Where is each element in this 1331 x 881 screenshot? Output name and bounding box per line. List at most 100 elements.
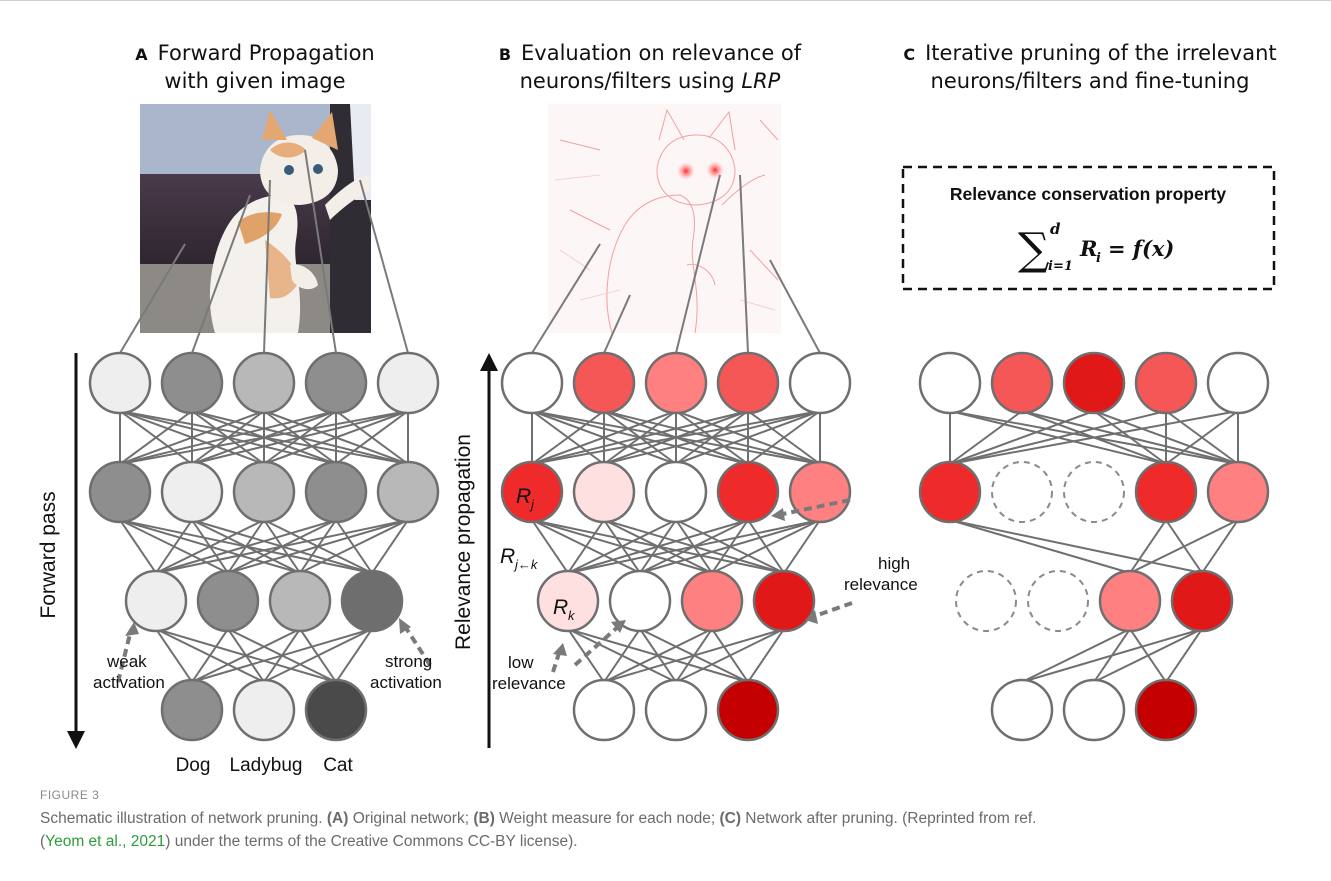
- strong-activation-pointer: [402, 623, 432, 667]
- edge-p1-r0: [531, 410, 605, 465]
- edge-p2-r0: [949, 410, 1167, 465]
- edge-p0-r0: [119, 410, 193, 465]
- edge-p0-r0: [119, 410, 409, 465]
- node-p2-l1-4: [1206, 460, 1270, 524]
- node-p2-l0-1: [990, 351, 1054, 415]
- node-p2-l3-1: [1062, 678, 1126, 742]
- node-p0-l2-3: [340, 569, 404, 633]
- weak-arrowhead-icon: [125, 622, 139, 636]
- edge-p1-r0: [675, 410, 821, 465]
- edge-p1-r0: [747, 410, 821, 465]
- sum-symbol-icon: ∑: [1018, 224, 1049, 275]
- node-p0-l1-2: [232, 460, 296, 524]
- edge-p0-r1: [119, 519, 157, 574]
- edge-p1-r0: [603, 410, 821, 465]
- node-p0-l0-2: [232, 351, 296, 415]
- conservation-box: Relevance conservation property ∑ d i=1 …: [901, 165, 1276, 291]
- panel-b-letter: B: [498, 45, 512, 64]
- class-label-ladybug: Ladybug: [230, 755, 303, 776]
- panel-b-title-lrp: LRP: [741, 69, 781, 93]
- edge-p2-r2: [1021, 628, 1131, 683]
- panel-b-title-line1: Evaluation on relevance of: [521, 41, 802, 65]
- caption-c-label: (C): [719, 810, 741, 827]
- edge-p1-r1: [567, 519, 605, 574]
- node-p2-l1-3: [1134, 460, 1198, 524]
- edge-p1-r1: [711, 519, 821, 574]
- panel-b-title-line2: neurons/filters using: [519, 69, 742, 93]
- caption-a-text: Original network;: [348, 810, 474, 827]
- image-line-b-0: [531, 243, 601, 354]
- figure-label: FIGURE 3: [40, 788, 100, 802]
- edge-p1-r1: [567, 519, 821, 574]
- pruned-node: [955, 570, 1017, 632]
- edge-p1-r0: [531, 410, 677, 465]
- image-line-a-0: [119, 243, 186, 354]
- node-p1-l1-1: [572, 460, 636, 524]
- image-line-a-3: [304, 149, 337, 354]
- image-line-a-1: [191, 194, 251, 354]
- edge-p2-r0: [1165, 410, 1239, 465]
- node-p0-l1-3: [304, 460, 368, 524]
- edge-p2-r0: [1093, 410, 1167, 465]
- node-p0-l3-1: [232, 678, 296, 742]
- weak-activation-pointer: [116, 629, 133, 683]
- low-relevance-pointer-2: [573, 623, 622, 667]
- edge-p0-r2: [263, 628, 373, 683]
- citation-link[interactable]: Yeom et al., 2021: [45, 833, 166, 850]
- sum-upper-bound: d: [1050, 220, 1061, 238]
- network-nodes: [88, 351, 1270, 742]
- cat-photo: [140, 104, 371, 333]
- node-p1-l2-3: [752, 569, 816, 633]
- high-arrowhead-icon-2: [805, 610, 818, 624]
- node-p0-l0-0: [88, 351, 152, 415]
- edge-p0-r0: [119, 410, 337, 465]
- edge-p1-r2: [603, 628, 785, 683]
- panel-c-letter: C: [903, 45, 916, 64]
- node-p1-l0-0: [500, 351, 564, 415]
- node-p1-l3-1: [644, 678, 708, 742]
- low-label-2: relevance: [492, 674, 566, 693]
- edge-p1-r0: [531, 410, 821, 465]
- high-label-1: high: [878, 554, 910, 573]
- caption-text-1: Schematic illustration of network prunin…: [40, 810, 327, 827]
- rj-label: R: [516, 485, 531, 508]
- node-p0-l1-1: [160, 460, 224, 524]
- class-label-dog: Dog: [176, 755, 211, 776]
- node-p1-l0-3: [716, 351, 780, 415]
- node-p0-l3-0: [160, 678, 224, 742]
- pruned-node: [991, 461, 1053, 523]
- caption-b-label: (B): [473, 810, 495, 827]
- edge-p0-r2: [191, 628, 301, 683]
- edge-p0-r1: [371, 519, 409, 574]
- panel-a-title-line1: Forward Propagation: [157, 41, 375, 65]
- node-p2-l3-2: [1134, 678, 1198, 742]
- edge-p1-r2: [675, 628, 785, 683]
- edge-p2-r2: [1165, 628, 1203, 683]
- high-arrowhead-icon-1: [771, 508, 785, 521]
- node-p1-l3-2: [716, 678, 780, 742]
- edge-p2-r1: [949, 519, 1203, 574]
- edge-p1-r1: [567, 519, 677, 574]
- forward-pass-label: Forward pass: [37, 491, 60, 618]
- strong-label-1: strong: [385, 652, 432, 671]
- image-to-input-edges: [119, 149, 821, 354]
- weak-label-1: weak: [106, 652, 147, 671]
- edge-p0-r0: [335, 410, 409, 465]
- node-p0-l0-4: [376, 351, 440, 415]
- edge-p2-r1: [1201, 519, 1239, 574]
- relevance-propagation-label: Relevance propagation: [452, 434, 475, 650]
- edge-p0-r1: [155, 519, 265, 574]
- sum-rhs: = f(x): [1108, 236, 1174, 261]
- edge-p0-r1: [155, 519, 193, 574]
- node-p0-l2-1: [196, 569, 260, 633]
- edge-p1-r2: [603, 628, 641, 683]
- edge-p2-r1: [949, 519, 1131, 574]
- figure-caption: Schematic illustration of network prunin…: [40, 807, 1300, 853]
- strong-arrowhead-icon: [399, 618, 411, 634]
- edge-p0-r1: [299, 519, 409, 574]
- strong-label-2: activation: [370, 673, 442, 692]
- image-line-b-2: [675, 174, 721, 354]
- edge-p2-r0: [949, 410, 1239, 465]
- edge-p0-r1: [155, 519, 409, 574]
